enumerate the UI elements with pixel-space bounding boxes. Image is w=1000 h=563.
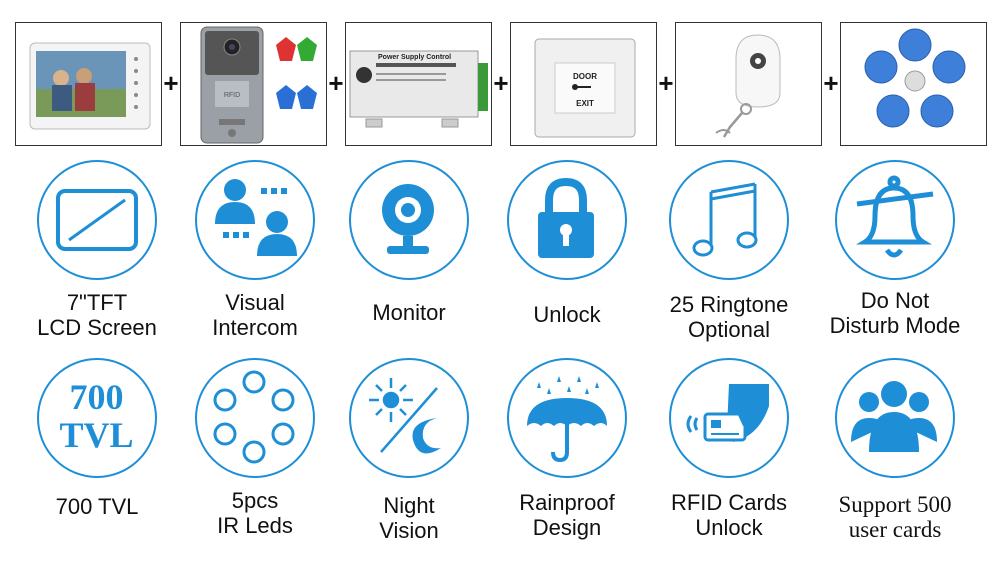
- plus-sign: +: [163, 68, 179, 98]
- feature-label-line1: 7"TFT: [66, 290, 128, 315]
- feature-label-line1: Unlock: [533, 302, 601, 327]
- feature-label-line1: 5pcs: [231, 488, 279, 513]
- umbrella-rain-icon: [527, 376, 607, 463]
- feature-label-line1: 25 Ringtone: [669, 292, 789, 317]
- power-supply-product: Power Supply Control: [345, 22, 492, 146]
- exit-button-label-bottom: EXIT: [576, 99, 594, 108]
- power-supply-image: [349, 50, 488, 128]
- exit-button-image: [534, 38, 636, 138]
- feature-label-line1: 700 TVL: [55, 494, 139, 519]
- padlock-icon: [538, 177, 594, 258]
- rfid-keyfobs-image: [864, 28, 966, 128]
- feature-label-line2: user cards: [848, 517, 942, 542]
- feature-label-line2: Vision: [379, 518, 439, 543]
- plus-sign: +: [658, 68, 674, 98]
- exit-button-label-top: DOOR: [573, 72, 597, 81]
- music-note-icon: [692, 182, 758, 257]
- feature-label-line1: Rainproof: [519, 490, 615, 515]
- feature-label-line1: Night: [383, 493, 435, 518]
- webcam-icon: [382, 184, 434, 254]
- outdoor-camera-product: RFID: [180, 22, 327, 146]
- tvl-icon-text-bottom: TVL: [59, 415, 134, 455]
- plus-sign: +: [328, 68, 344, 98]
- day-night-icon: [369, 378, 441, 454]
- ir-leds-icon: [213, 370, 295, 464]
- feature-label-line2: Disturb Mode: [829, 313, 961, 338]
- feature-label-line1: Visual: [225, 290, 285, 315]
- feature-label-line1: RFID Cards: [670, 490, 788, 515]
- plus-sign: +: [493, 68, 509, 98]
- product-row: + RFID + Power Sup: [15, 22, 987, 148]
- intercom-icon: [215, 179, 297, 256]
- feature-label-line2: LCD Screen: [37, 315, 157, 340]
- remote-control-product: [675, 22, 822, 146]
- remote-control-image: [715, 34, 781, 138]
- plus-sign: +: [823, 68, 839, 98]
- svg-text:RFID: RFID: [224, 92, 240, 99]
- rfid-keyfobs-product: [840, 22, 987, 146]
- feature-label-line2: Unlock: [695, 515, 763, 540]
- monitor-image: [29, 42, 151, 130]
- exit-button-product: DOOR EXIT: [510, 22, 657, 146]
- feature-label-line2: Intercom: [212, 315, 298, 340]
- feature-label-line1: Monitor: [372, 300, 446, 325]
- monitor-product: [15, 22, 162, 146]
- user-group-icon: [851, 381, 937, 452]
- power-supply-label: Power Supply Control: [378, 54, 452, 61]
- feature-label-line2: Design: [532, 515, 602, 540]
- tvl-icon-text-top: 700: [69, 377, 124, 417]
- bell-muted-icon: [855, 175, 934, 258]
- feature-label-line1: Do Not: [860, 288, 930, 313]
- feature-label-line2: IR Leds: [217, 513, 293, 538]
- rfid-card-icon: [686, 384, 769, 442]
- lcd-screen-icon: [56, 189, 138, 251]
- outdoor-camera-image: RFID: [200, 26, 317, 144]
- feature-label-line2: Optional: [688, 317, 770, 342]
- feature-label-line1: Support 500: [838, 492, 952, 517]
